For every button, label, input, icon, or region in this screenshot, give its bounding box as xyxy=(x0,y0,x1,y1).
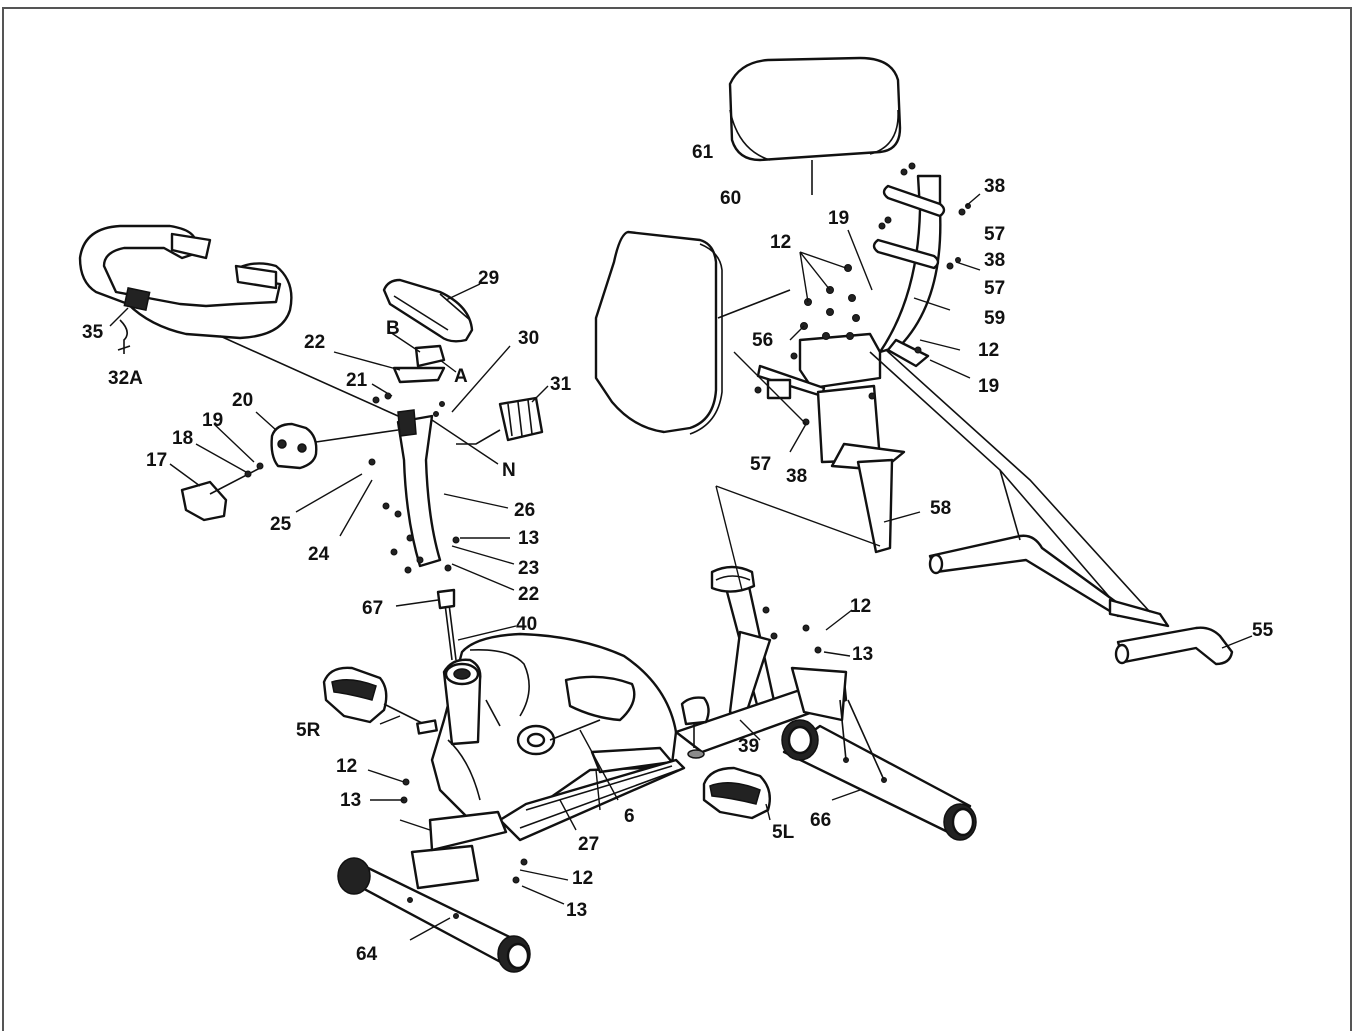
backrest-part xyxy=(594,230,791,435)
label-19c: 19 xyxy=(202,410,223,431)
clamp-part xyxy=(180,422,399,522)
label-21: 21 xyxy=(346,370,368,391)
frame-leaders xyxy=(367,351,881,941)
label-23: 23 xyxy=(518,558,539,579)
label-30: 30 xyxy=(518,328,539,349)
label-35: 35 xyxy=(82,322,104,343)
label-66: 66 xyxy=(810,810,831,831)
label-38a: 38 xyxy=(984,176,1005,197)
part-labels: 61 60 38 57 19 12 38 57 59 56 12 19 57 3… xyxy=(82,142,1274,965)
seat-frame-part xyxy=(756,174,946,554)
label-B: B xyxy=(386,318,400,339)
clamp-leaders xyxy=(169,411,277,487)
label-56: 56 xyxy=(752,330,773,351)
label-26: 26 xyxy=(514,500,535,521)
label-N: N xyxy=(502,460,516,481)
label-29: 29 xyxy=(478,268,499,289)
label-19a: 19 xyxy=(828,208,849,229)
label-22b: 22 xyxy=(518,584,539,605)
label-17: 17 xyxy=(146,450,167,471)
tension-knob-part xyxy=(456,396,544,445)
label-12e: 12 xyxy=(572,868,593,889)
label-19b: 19 xyxy=(978,376,999,397)
rear-stabilizer-part xyxy=(781,699,977,841)
post-leaders xyxy=(295,419,515,591)
label-60: 60 xyxy=(720,188,741,209)
console-leaders xyxy=(333,283,511,413)
label-58: 58 xyxy=(930,498,951,519)
tension-knob-leader xyxy=(531,385,549,403)
label-12d: 12 xyxy=(336,756,357,777)
label-39: 39 xyxy=(738,736,759,757)
seat-leader-lines xyxy=(789,193,981,453)
seat-part xyxy=(728,56,902,195)
main-frame-part xyxy=(400,565,848,890)
label-20: 20 xyxy=(232,390,253,411)
label-31: 31 xyxy=(550,374,572,395)
handlebar-post-part xyxy=(368,392,460,574)
label-57a: 57 xyxy=(984,224,1005,245)
adjust-knob-part xyxy=(680,696,710,759)
label-12b: 12 xyxy=(978,340,999,361)
label-5R: 5R xyxy=(296,720,321,741)
label-12c: 12 xyxy=(850,596,871,617)
label-13b: 13 xyxy=(852,644,873,665)
label-64: 64 xyxy=(356,944,378,965)
seat-bolts xyxy=(754,162,971,426)
label-57c: 57 xyxy=(750,454,771,475)
label-61: 61 xyxy=(692,142,714,163)
label-24: 24 xyxy=(308,544,330,565)
label-59: 59 xyxy=(984,308,1005,329)
label-22a: 22 xyxy=(304,332,325,353)
label-57b: 57 xyxy=(984,278,1005,299)
side-handlebar-part xyxy=(869,349,1234,666)
handlebar-leaders xyxy=(109,307,129,327)
label-55: 55 xyxy=(1252,620,1274,641)
label-12a: 12 xyxy=(770,232,791,253)
label-38c: 38 xyxy=(786,466,807,487)
label-38b: 38 xyxy=(984,250,1005,271)
label-13d: 13 xyxy=(566,900,587,921)
side-handlebar-leader xyxy=(1221,635,1253,649)
label-13a: 13 xyxy=(518,528,539,549)
label-5L: 5L xyxy=(772,822,795,843)
left-pedal-part xyxy=(702,766,771,820)
label-27: 27 xyxy=(578,834,599,855)
label-A: A xyxy=(454,366,468,387)
handlebar-part xyxy=(78,224,399,417)
label-6: 6 xyxy=(624,806,635,827)
console-part xyxy=(382,278,474,384)
label-25: 25 xyxy=(270,514,292,535)
label-67: 67 xyxy=(362,598,383,619)
seat-post-leader xyxy=(883,511,921,523)
label-32A: 32A xyxy=(108,368,143,389)
label-40: 40 xyxy=(516,614,537,635)
right-pedal-part xyxy=(322,666,438,735)
front-stabilizer-part xyxy=(337,857,531,973)
diagram-border xyxy=(2,7,1352,1031)
label-18: 18 xyxy=(172,428,193,449)
label-13c: 13 xyxy=(340,790,361,811)
